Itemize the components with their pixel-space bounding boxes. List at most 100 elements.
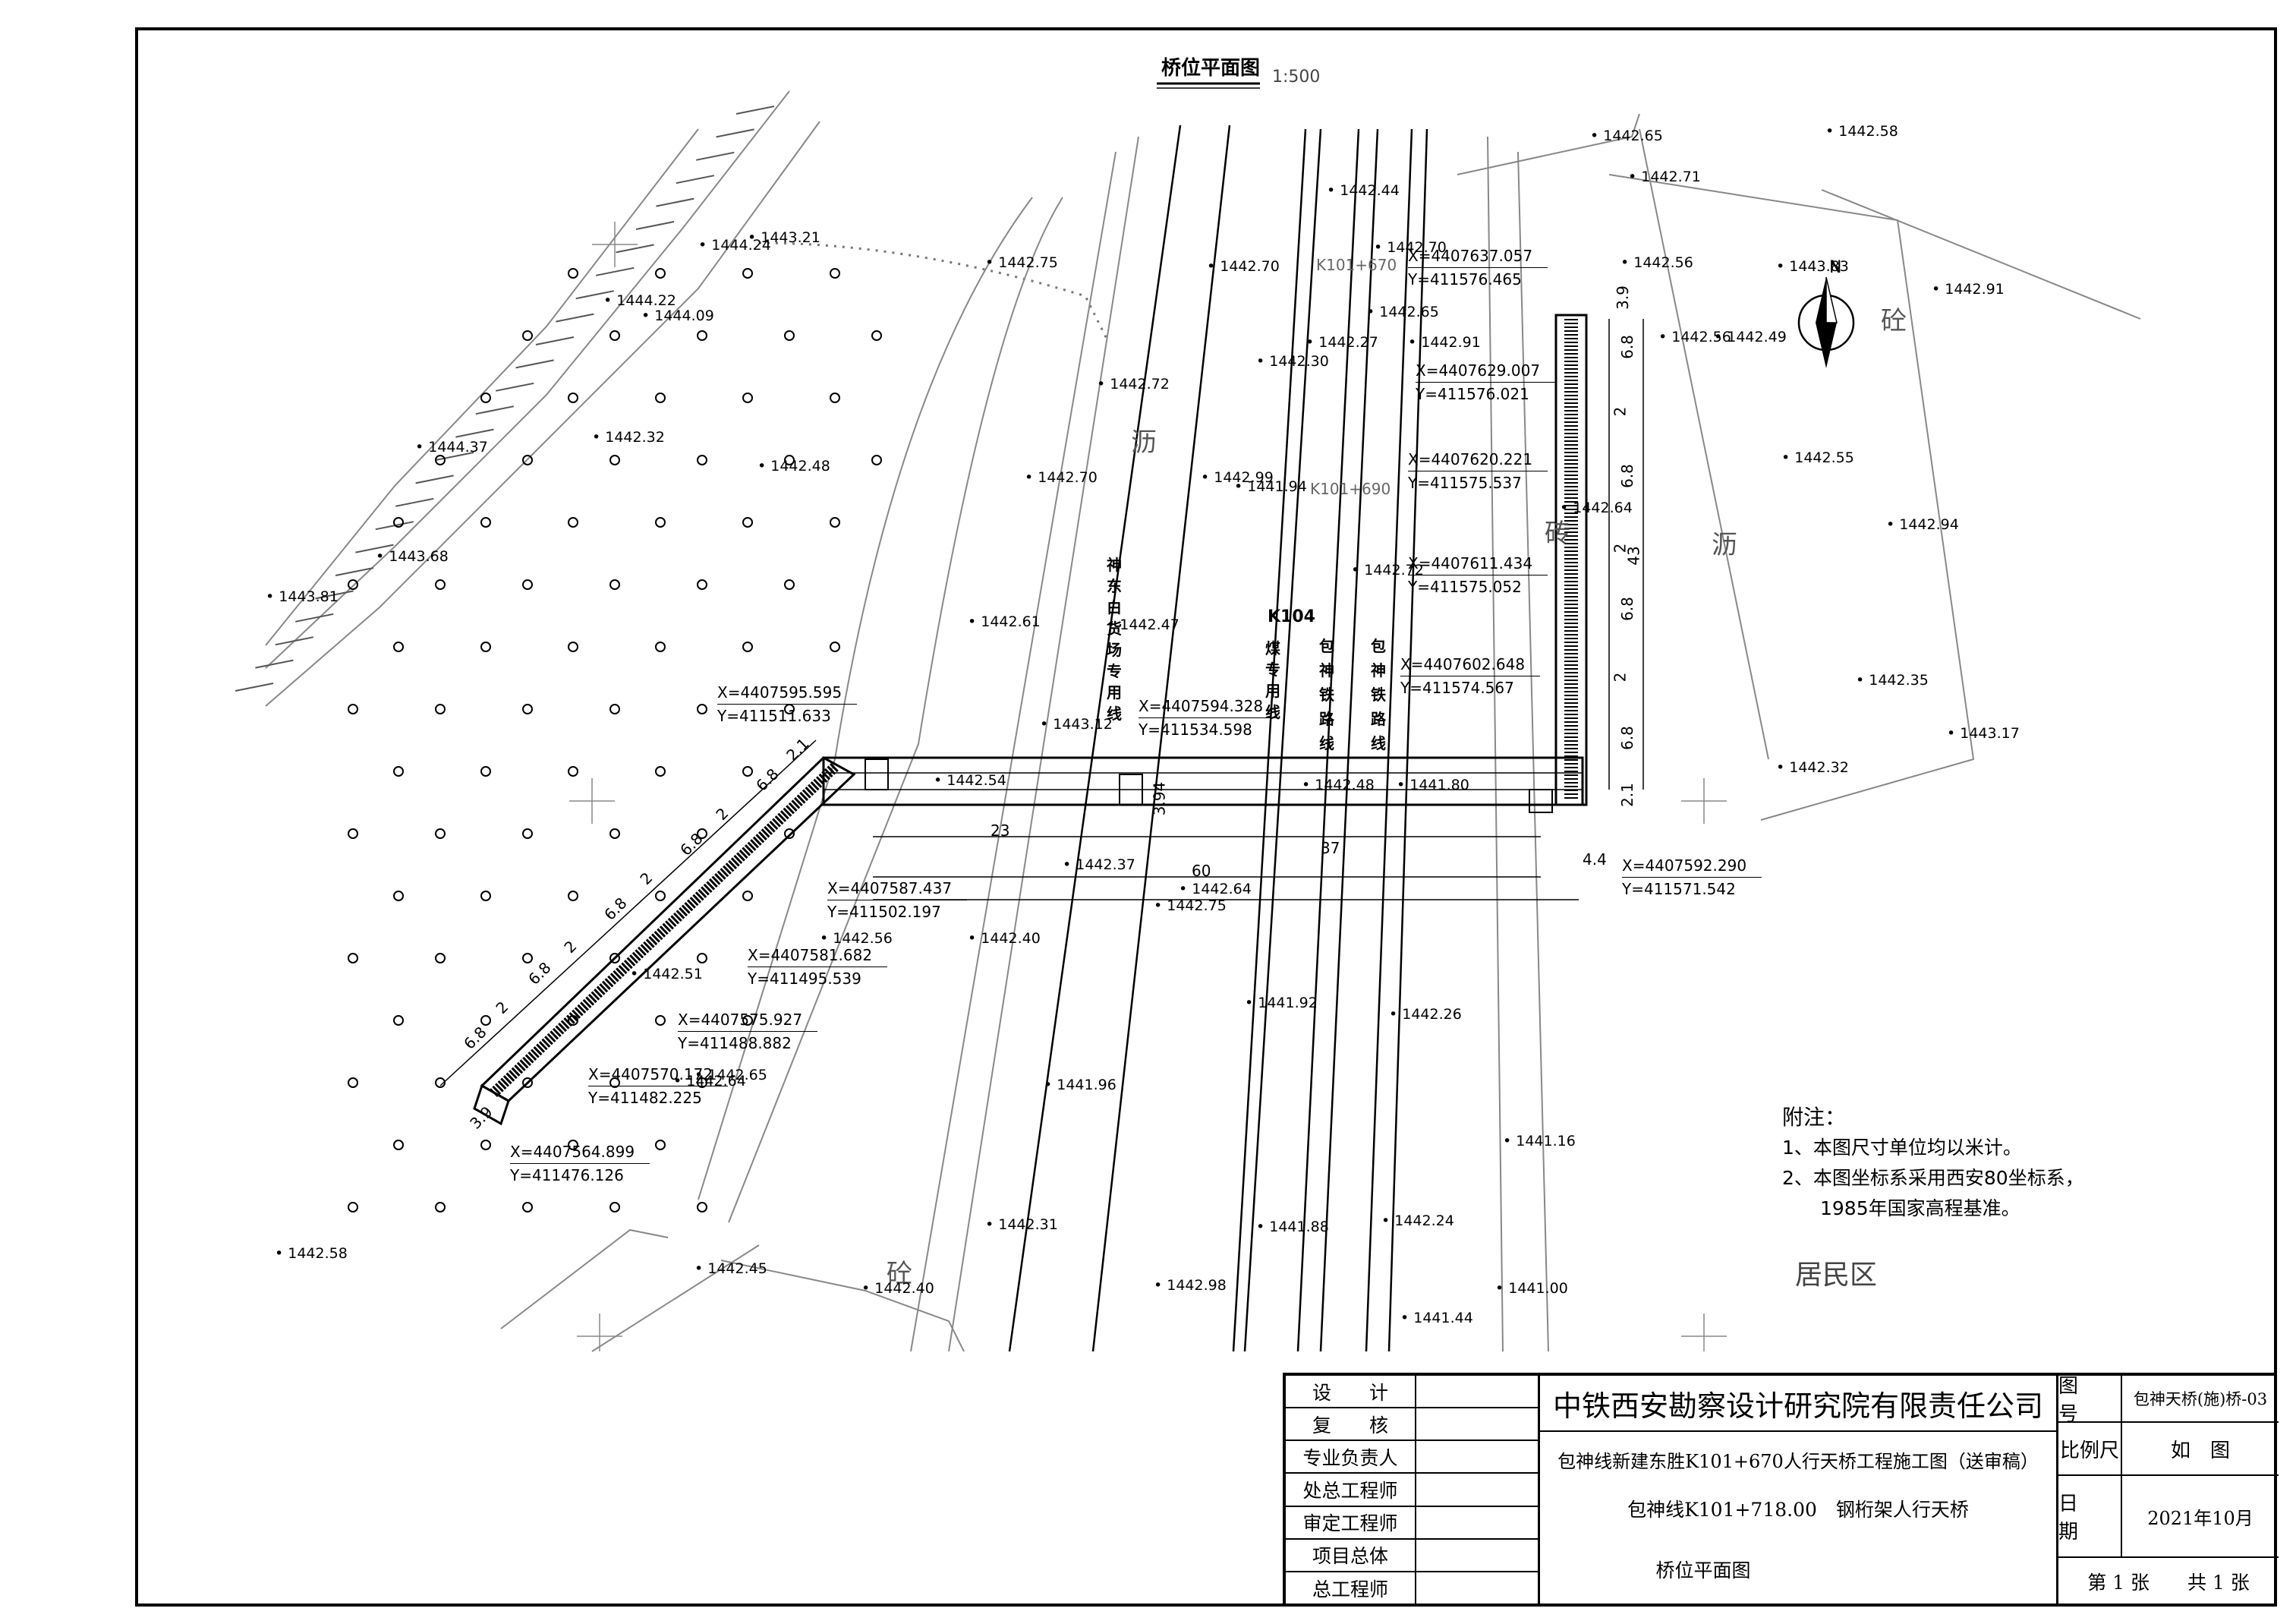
elevation-point: • 1441.44 xyxy=(1400,1310,1473,1326)
project-name: 包神线新建东胜K101+670人行天桥工程施工图（送审稿） xyxy=(1557,1450,2039,1472)
title-block-sign-cell xyxy=(1416,1441,1538,1474)
survey-circle xyxy=(784,828,795,839)
date-value: 2021年10月 xyxy=(2147,1507,2253,1529)
coord-y: Y=411575.052 xyxy=(1408,578,1522,596)
survey-circle xyxy=(435,579,446,590)
elevation-point: • 1442.49 xyxy=(1714,329,1787,345)
survey-circle xyxy=(697,953,707,963)
coord-x: X=4407587.437 xyxy=(827,877,968,900)
elevation-point: • 1442.61 xyxy=(968,613,1041,630)
drawing-no: 包神天桥(施)桥-03 xyxy=(2133,1390,2268,1408)
ramp-dimension: 2 xyxy=(636,869,657,888)
survey-circle xyxy=(393,517,404,528)
survey-circle xyxy=(480,517,491,528)
sheet-count: 第 1 张 共 1 张 xyxy=(2087,1572,2250,1594)
survey-circle xyxy=(348,1077,358,1088)
survey-circle xyxy=(480,766,491,777)
survey-circle xyxy=(393,766,404,777)
elevation-point: • 1442.51 xyxy=(630,966,703,982)
coord-y: Y=411495.539 xyxy=(748,970,861,988)
elevation-point: • 1442.58 xyxy=(1825,123,1898,140)
coord-x: X=4407581.682 xyxy=(748,944,888,967)
survey-circle xyxy=(435,455,446,465)
elevation-point: • 1442.65 xyxy=(1590,128,1663,144)
survey-circle xyxy=(568,891,578,901)
label-track-3: 包神铁路线 xyxy=(1319,637,1334,752)
survey-circle xyxy=(871,455,882,465)
survey-circle xyxy=(697,330,707,341)
ramp-dimension: 2 xyxy=(492,998,512,1017)
elevation-point: • 1442.35 xyxy=(1856,672,1929,689)
survey-circle xyxy=(435,1077,446,1088)
ramp-dimension: 6.8 xyxy=(676,829,707,859)
elevation-point: • 1443.68 xyxy=(376,548,449,565)
survey-circle xyxy=(697,704,707,714)
elevation-point: • 1442.31 xyxy=(985,1216,1058,1233)
elevation-point: • 1444.24 xyxy=(698,237,771,254)
survey-circle xyxy=(830,393,840,403)
survey-circle xyxy=(522,579,533,590)
label-residential: 居民区 xyxy=(1795,1260,1878,1291)
survey-circle xyxy=(784,330,795,341)
title-block-sign-col xyxy=(1415,1376,1416,1605)
survey-circle xyxy=(697,1202,707,1212)
elevation-point: • 1443.17 xyxy=(1947,725,2020,742)
coord-y: Y=411571.542 xyxy=(1622,880,1736,898)
coord-y: Y=411482.225 xyxy=(588,1089,702,1107)
span-dimension: 37 xyxy=(1321,839,1340,857)
coord-x: X=4407570.172 xyxy=(588,1063,729,1086)
survey-circle xyxy=(568,517,578,528)
survey-circle xyxy=(348,579,358,590)
label-concrete-top: 砼 xyxy=(1881,306,1907,336)
title-block-role: 复 核 xyxy=(1286,1408,1415,1442)
elevation-point: • 1442.58 xyxy=(275,1245,348,1262)
survey-circle xyxy=(393,642,404,652)
label-k104: K104 xyxy=(1268,607,1315,626)
survey-circle xyxy=(348,953,358,963)
ramp-dimension: 6.8 xyxy=(600,894,631,924)
survey-circle xyxy=(830,517,840,528)
survey-circle xyxy=(480,1140,491,1150)
scale-value: 如 图 xyxy=(2170,1439,2230,1462)
elevation-point: • 1442.40 xyxy=(968,930,1041,947)
title-block-sign-cell xyxy=(1416,1474,1538,1507)
coord-x: X=4407595.595 xyxy=(717,681,858,705)
label-k101-670: K101+670 xyxy=(1316,256,1397,274)
survey-circle xyxy=(348,704,358,714)
elevation-point: • 1442.99 xyxy=(1201,469,1274,486)
coord-x: X=4407637.057 xyxy=(1408,244,1548,268)
right-ramp-dimension: 6.8 xyxy=(1617,464,1636,488)
title-block-role: 项目总体 xyxy=(1286,1540,1415,1572)
deck-width-dimension: 3.94 xyxy=(1150,781,1169,816)
right-row-2 xyxy=(2056,1474,2279,1476)
elevation-point: • 1442.37 xyxy=(1063,856,1135,873)
title-block-sign-rows xyxy=(1416,1376,1538,1605)
survey-circle xyxy=(742,268,753,279)
side-lines xyxy=(698,113,2141,1352)
survey-circle xyxy=(522,330,533,341)
drawing-scale: 1:500 xyxy=(1272,68,1320,87)
label-track-1: 神东白货场专用线 xyxy=(1107,556,1122,723)
elevation-point: • 1442.71 xyxy=(1628,169,1701,185)
survey-circle xyxy=(480,393,491,403)
survey-circle xyxy=(348,1202,358,1212)
coord-x: X=4407564.899 xyxy=(510,1140,650,1164)
survey-circle xyxy=(697,579,707,590)
elevation-point: • 1441.16 xyxy=(1503,1133,1576,1149)
survey-circle xyxy=(742,766,753,777)
elevation-point: • 1442.65 xyxy=(694,1067,767,1083)
span-dimension: 60 xyxy=(1192,862,1211,880)
notes-heading: 附注： xyxy=(1782,1105,1847,1130)
survey-circle xyxy=(609,1202,620,1212)
dimension-lines xyxy=(439,319,1644,1086)
elevation-point: • 1442.55 xyxy=(1781,449,1854,466)
coord-y: Y=411576.021 xyxy=(1416,385,1529,403)
ramp-dimension: 6.8 xyxy=(460,1023,490,1053)
title-block-roles: 设 计复 核专业负责人处总工程师审定工程师项目总体总工程师 xyxy=(1286,1376,1415,1605)
elevation-point: • 1442.75 xyxy=(1154,897,1227,914)
